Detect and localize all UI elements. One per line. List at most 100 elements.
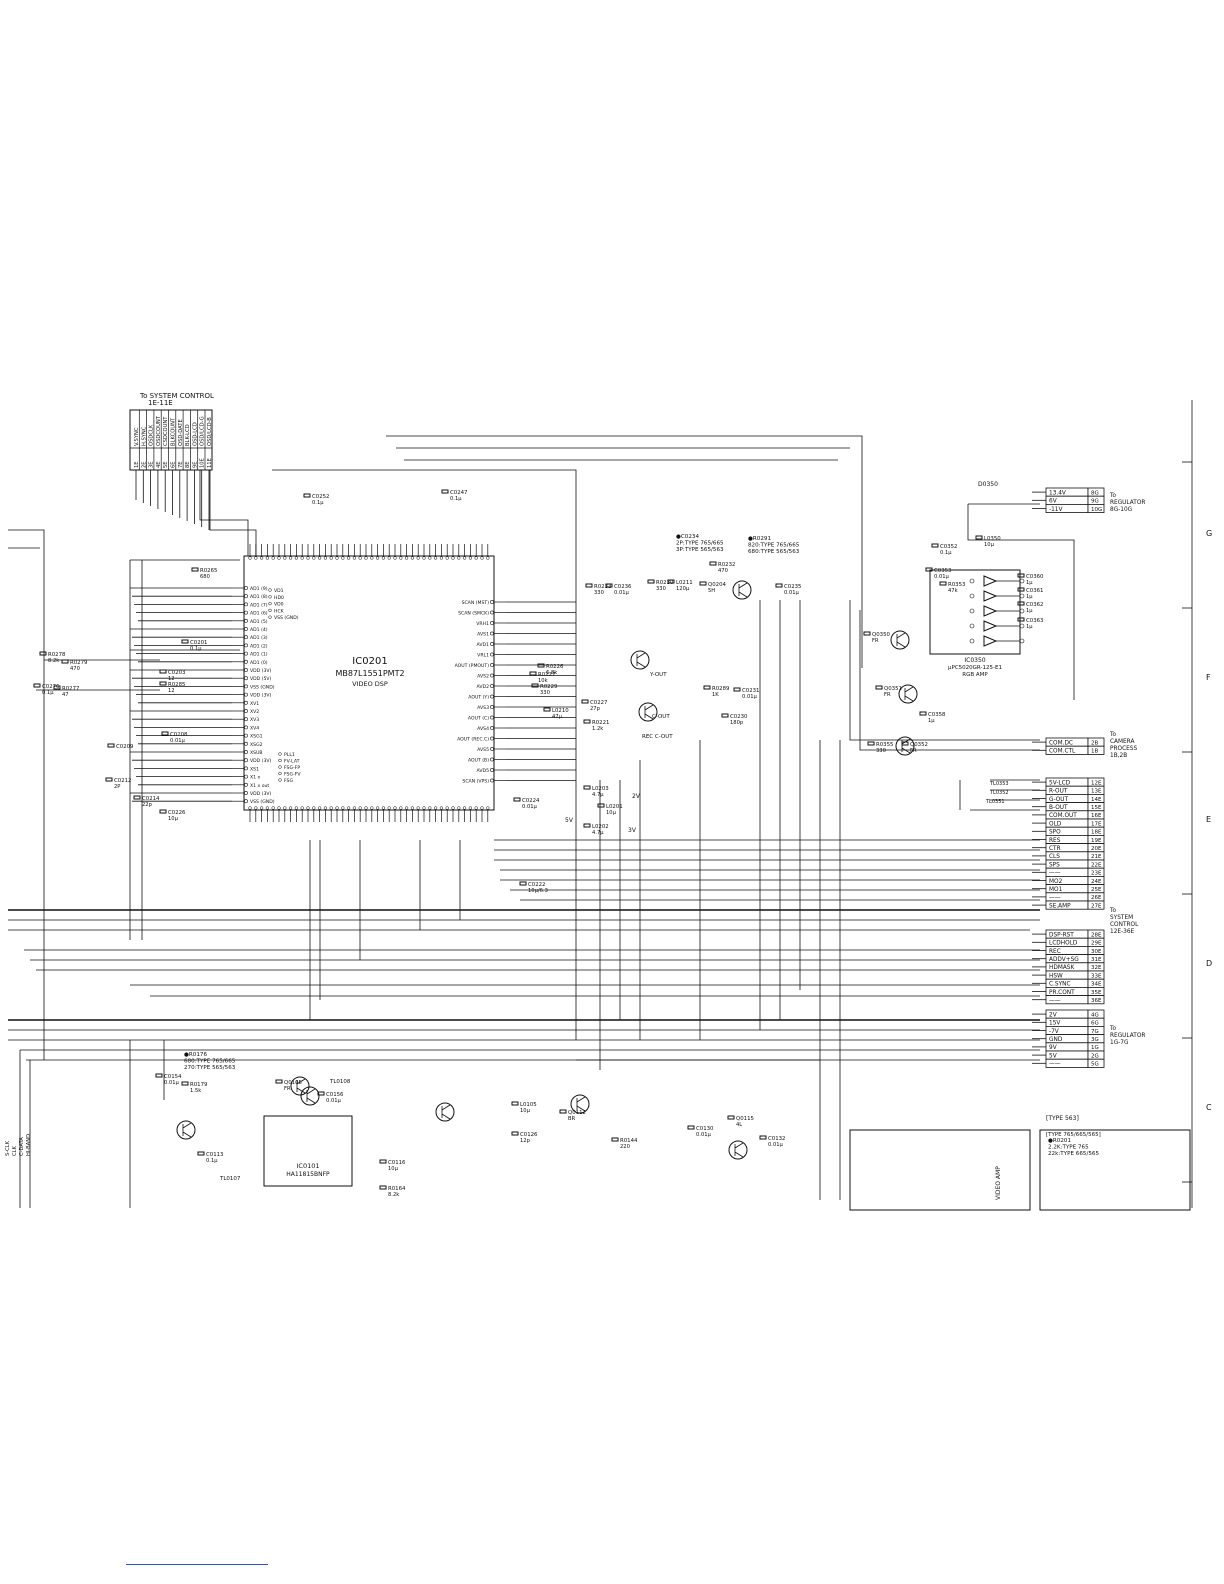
ic0101-part: HA11815BNFP: [286, 1171, 330, 1178]
connector-signal: 13.4V: [1049, 490, 1066, 496]
component-value: 180p: [730, 720, 744, 726]
grid-letter: D: [1206, 959, 1212, 968]
component-ref: R0277: [62, 686, 79, 692]
wiring: [8, 435, 1075, 1208]
component-value: 330: [594, 590, 604, 596]
connector-pin: 26E: [1091, 895, 1102, 901]
ic0201-left-pin-label: AD1 (1): [250, 652, 268, 658]
ic0201-right-pin-label: AVS2: [477, 674, 489, 680]
component-value: 47μ: [552, 714, 563, 720]
r0176-note-line: ●R0176: [184, 1052, 207, 1058]
ic0101: IC0101 HA11815BNFP: [263, 1115, 353, 1187]
ic0201-right-pin-label: AVS1: [477, 632, 489, 638]
component-value: 8.2k: [388, 1192, 399, 1198]
video-amp-label: VIDEO AMP: [995, 1166, 1002, 1200]
ic0350-ref: IC0350: [964, 657, 985, 664]
component-value: 1μ: [1026, 624, 1033, 630]
connector-title: 12E-36E: [1110, 929, 1135, 935]
component-value: 0.1μ: [450, 496, 462, 502]
connector-pin: 10G: [1091, 507, 1102, 513]
transistors: [176, 580, 918, 1160]
connector-pin: 36E: [1091, 998, 1102, 1004]
top-connector-signal: V.SYNC: [134, 427, 140, 446]
component-ref: Q0112: [568, 1110, 586, 1116]
component-ref: C0126: [520, 1132, 538, 1138]
component-ref: L0203: [592, 786, 609, 792]
video-amp-block: [849, 1129, 1031, 1211]
component-value: 4.7μ: [592, 792, 604, 798]
ic0201-right-pin-label: AVS3: [477, 705, 489, 711]
component-ref: C0236: [614, 584, 632, 590]
top-connector-signal: CSDCOUNT: [163, 416, 169, 446]
component-ref: C0224: [522, 798, 540, 804]
ic0201-bottom-pin-label: FV-LAT: [284, 759, 300, 765]
ic0201-inner-pin-label: VD1: [274, 588, 284, 594]
connector-signal: DSP-RST: [1049, 932, 1074, 938]
connector-signal: MO2: [1049, 879, 1063, 885]
connector-title: SYSTEM: [1110, 915, 1133, 921]
component-value: 1μ: [928, 718, 935, 724]
top-connector-signal: OSD-LCD: [192, 422, 198, 446]
component-value: FR: [910, 748, 917, 754]
component-ref: C0116: [388, 1160, 406, 1166]
component-value: 0.1μ: [312, 500, 324, 506]
connector-title: REGULATOR: [1110, 500, 1145, 506]
component-ref: C0235: [784, 584, 801, 590]
component-value: 0.01μ: [742, 694, 758, 700]
ic0201-right-pin-label: AVS5: [477, 747, 489, 753]
ic0201-left-pin-label: VDD (3V): [250, 668, 272, 674]
d0350-label: D0350: [978, 481, 998, 488]
ic0350: IC0350 μPC5020GR-125-E1 RGB AMP: [929, 569, 1025, 678]
ic0201-right-pin-label: AOUT (Y): [468, 695, 489, 701]
connector-signal: 6V: [1049, 499, 1057, 505]
ic0201-left-pin-label: XV2: [250, 709, 259, 715]
component-value: 10μ/6.3: [528, 888, 548, 894]
ic0201-right-pin-label: SCAN (VPS): [462, 779, 489, 785]
connector-pin: 25E: [1091, 887, 1102, 893]
component-ref: C0132: [768, 1136, 785, 1142]
component-ref: C0201: [190, 640, 207, 646]
ic0201-left-pin-label: VSS (GND): [250, 684, 275, 690]
component-ref: R0226: [546, 664, 564, 670]
connector-signal: COM.OUT: [1049, 813, 1077, 819]
component-value: 0.1μ: [206, 1158, 218, 1164]
component-value: 1K: [712, 692, 719, 698]
component-value: 10k: [538, 678, 548, 684]
connector-pin: 14E: [1091, 797, 1102, 803]
grid-letter: E: [1206, 815, 1211, 824]
component-value: 10μ: [168, 816, 179, 822]
ic0201-function: VIDEO DSP: [352, 680, 388, 688]
top-connector-pin: 7E: [178, 461, 184, 468]
ic0201-bottom-pin-label: FSG-FV: [284, 772, 301, 778]
component-ref: R0164: [388, 1186, 406, 1192]
ic0201-left-pin-label: XSG1: [250, 734, 263, 740]
ic0201-right-pin-label: AOUT (REC.C): [457, 737, 489, 743]
ic0201-ref: IC0201: [352, 656, 387, 667]
component-value: 47k: [948, 588, 958, 594]
component-ref: C0214: [142, 796, 160, 802]
top-connector-signal: OSDCOUNT: [156, 415, 162, 446]
component-ref: C0222: [528, 882, 545, 888]
component-ref: C0156: [326, 1092, 344, 1098]
tl0353-label: TL0353: [989, 781, 1009, 787]
component-ref: C0113: [206, 1152, 223, 1158]
connector-pin: 9G: [1091, 499, 1099, 505]
connector-signal: ——: [1049, 998, 1061, 1004]
connector-pin: 32E: [1091, 965, 1102, 971]
connector-pin: 29E: [1091, 941, 1102, 947]
component-ref: R0229: [540, 684, 558, 690]
connector-signal: OLD: [1049, 821, 1062, 827]
ic0201-bottom-pin-label: FSG: [284, 778, 293, 784]
component-ref: L0202: [592, 824, 609, 830]
top-connector-pin: 5E: [163, 461, 169, 468]
top-connector-pin: 8E: [185, 461, 191, 468]
component-ref: R0285: [168, 682, 185, 688]
component-ref: Q0204: [708, 582, 727, 588]
left-side-label: S-CLK: [5, 1140, 11, 1156]
ic0201-left-pin-label: X1 x: [250, 775, 261, 781]
component-value: BR: [568, 1116, 576, 1122]
